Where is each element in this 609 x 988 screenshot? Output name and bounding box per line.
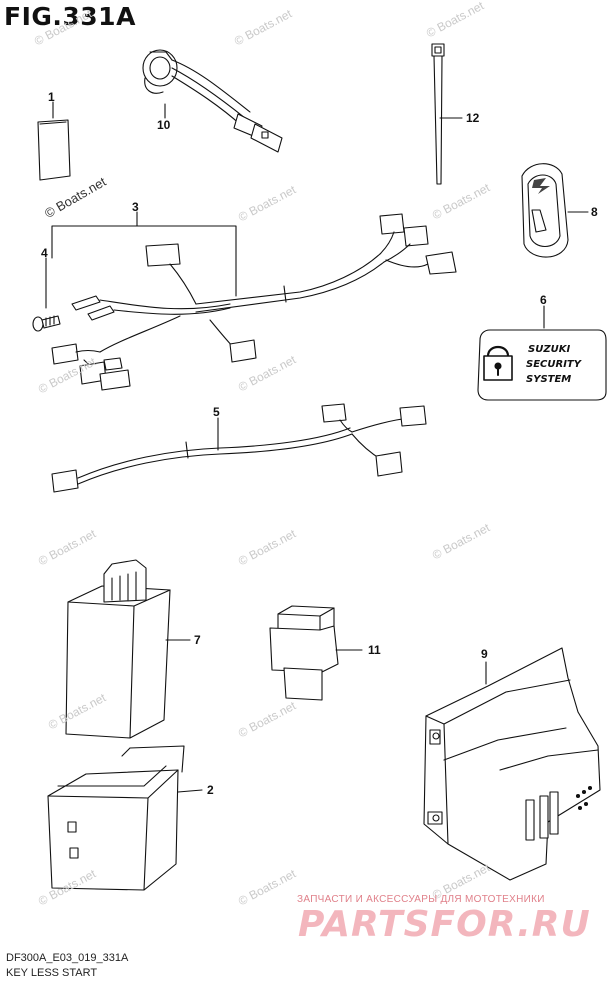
part-12-cable-tie: [431, 43, 463, 185]
callout-1: 1: [48, 90, 55, 104]
promo-tagline: ЗАПЧАСТИ И АКСЕССУАРЫ ДЛЯ МОТОТЕХНИКИ: [297, 894, 545, 905]
part-4-screw: [32, 257, 61, 332]
part-3-harness: [51, 211, 457, 391]
security-label-line2: SECURITY: [526, 359, 583, 370]
callout-12: 12: [466, 111, 480, 125]
security-label-line3: SYSTEM: [526, 374, 571, 385]
part-10-coil: [142, 49, 283, 153]
part-5-harness: [51, 403, 427, 493]
fig-title: FIG.331A: [4, 2, 136, 31]
figure-code: DF300A_E03_019_331A: [6, 952, 129, 964]
callout-4: 4: [41, 246, 48, 260]
padlock-icon: [483, 345, 513, 381]
callout-11: 11: [368, 643, 381, 657]
part-11-switch: [269, 605, 363, 701]
suzuki-s-logo-icon: [532, 178, 550, 194]
callout-5: 5: [213, 405, 220, 419]
security-label-line1: SUZUKI: [528, 344, 570, 355]
callout-3: 3: [132, 200, 139, 214]
part-9-bracket: [423, 647, 601, 881]
figure-name: KEY LESS START: [6, 967, 98, 979]
callout-8: 8: [591, 205, 598, 219]
part-6-security-label: [477, 305, 607, 401]
callout-7: 7: [194, 633, 201, 647]
callout-6: 6: [540, 293, 547, 307]
promo-brand: PARTSFOR.RU: [298, 904, 591, 945]
callout-2: 2: [207, 783, 214, 797]
part-1-tag: [37, 101, 71, 181]
part-2-bracket: [47, 745, 203, 891]
callout-10: 10: [157, 118, 171, 132]
callout-9: 9: [481, 647, 488, 661]
part-7-module: [65, 559, 191, 739]
part-8-key-fob: [521, 163, 589, 258]
